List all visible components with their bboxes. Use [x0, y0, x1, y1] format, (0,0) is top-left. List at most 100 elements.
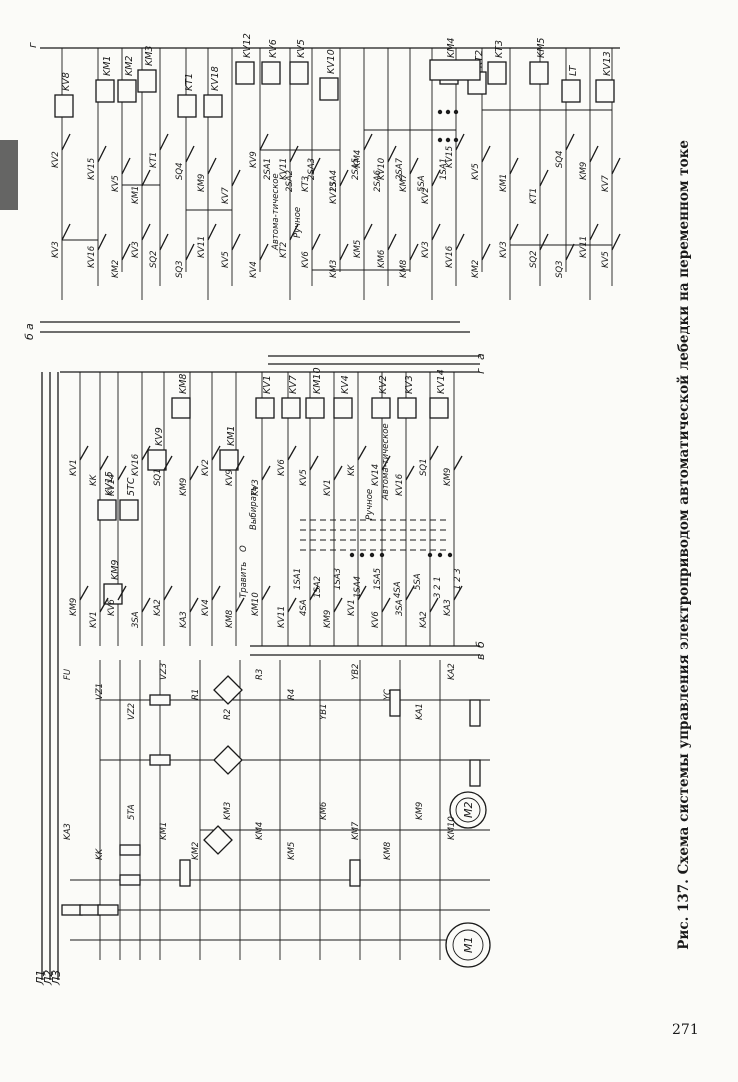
- contact: [333, 597, 343, 613]
- coil-label: KM9: [110, 560, 121, 580]
- contact-label: KV16: [131, 453, 141, 476]
- relay-coil: [203, 94, 223, 118]
- motor-m1-inner: [452, 929, 484, 961]
- relay-coil: [137, 69, 157, 93]
- bus-label-a: а: [23, 323, 36, 330]
- switch-label: 1SA5: [373, 568, 383, 590]
- relay-coil: [97, 499, 117, 521]
- contact-label: KM9: [179, 478, 189, 496]
- contact-label: KM1: [131, 186, 141, 204]
- contact: [455, 133, 465, 151]
- coil-label: KV7: [288, 375, 299, 394]
- contact: [97, 145, 107, 163]
- relay-coil: [305, 397, 325, 419]
- switch-label: 5SA: [413, 573, 423, 590]
- switch-label: 2SA7: [395, 157, 405, 180]
- contact-label: KV6: [371, 611, 381, 628]
- contact: [363, 223, 373, 241]
- junction-dot: [437, 109, 443, 115]
- coil-label: LT: [568, 64, 579, 76]
- contact-label: KM9: [323, 610, 333, 628]
- contact: [611, 157, 621, 175]
- power-element-label: KM9: [415, 802, 425, 820]
- relay-coil: [529, 61, 549, 85]
- contact-label: KV3: [131, 241, 141, 258]
- contact-label: KM2: [111, 260, 121, 278]
- switch-label: 1 2 3: [453, 568, 463, 590]
- relay-coil: [289, 61, 309, 85]
- lower-bus-label-b: б: [474, 641, 487, 648]
- fuse: [79, 904, 101, 916]
- contact-label: KV16: [445, 245, 455, 268]
- contact: [189, 597, 199, 613]
- power-element-label: KM2: [191, 842, 201, 860]
- switch-label: 1SA2: [313, 576, 323, 598]
- junction-dot: [379, 552, 385, 558]
- timer-relay-block: [429, 59, 481, 81]
- junction-dot: [453, 109, 459, 115]
- contact: [333, 465, 343, 481]
- contact: [339, 169, 349, 187]
- contact: [357, 585, 367, 601]
- relay-coil: [119, 499, 139, 521]
- contact-label: KV14: [371, 464, 381, 486]
- motor-label-m1: М1: [462, 937, 475, 954]
- relay-coil: [54, 94, 74, 118]
- fuse: [119, 874, 141, 886]
- contact: [121, 157, 131, 175]
- contact-label: KM9: [197, 174, 207, 192]
- contact-label: KM3: [329, 260, 339, 278]
- contact-label: KT1: [529, 188, 539, 204]
- contact: [141, 597, 151, 613]
- contact: [259, 133, 269, 151]
- contact-label: SQ3: [175, 261, 185, 279]
- contact: [159, 133, 169, 151]
- contact-label: KM9: [579, 162, 589, 180]
- switch-label: 1SA3: [333, 568, 343, 590]
- contact: [185, 243, 195, 261]
- rectifier-bridge: [203, 825, 233, 855]
- contact: [141, 169, 151, 187]
- contact: [287, 597, 297, 613]
- lower-bus-label-g: г: [474, 368, 487, 374]
- mains-label: Л1: [34, 970, 47, 986]
- contact-label: SQ4: [555, 151, 565, 169]
- contact: [539, 233, 549, 251]
- contact: [357, 445, 367, 461]
- power-element-label: KM5: [287, 842, 297, 860]
- contact-label: KV5: [111, 175, 121, 192]
- contact-label: KM9: [69, 598, 79, 616]
- contact: [141, 223, 151, 241]
- contact: [589, 145, 599, 163]
- relay-coil: [371, 397, 391, 419]
- contact-label: KT2: [279, 242, 289, 258]
- resistor: [179, 859, 191, 887]
- power-element-label: R4: [287, 689, 297, 700]
- contact-label: KV2: [51, 151, 61, 168]
- contact-label: KV7: [601, 175, 611, 192]
- contact-label: KV6: [107, 599, 117, 616]
- contact: [97, 233, 107, 251]
- contact: [539, 169, 549, 187]
- power-element-label: KM6: [319, 801, 329, 820]
- contact-label: KV4: [249, 261, 259, 278]
- junction-dot: [349, 552, 355, 558]
- switch-label: 2SA3: [307, 158, 317, 180]
- junction-dot: [369, 552, 375, 558]
- contact: [287, 445, 297, 461]
- power-element-label: R1: [191, 689, 201, 700]
- relay-coil: [333, 397, 353, 419]
- resistor: [349, 859, 361, 887]
- contact: [387, 145, 397, 163]
- coil-label: KM5: [536, 38, 547, 58]
- contact-label: KV6: [277, 459, 287, 476]
- coil-label: KM3: [144, 46, 155, 66]
- coil-label: KV9: [154, 427, 165, 446]
- contact: [211, 445, 221, 461]
- contact: [453, 455, 463, 471]
- contact-label: KV10: [377, 158, 387, 180]
- contact-label: KV11: [279, 158, 289, 180]
- contact-label: KA2: [153, 599, 163, 616]
- contact: [455, 233, 465, 251]
- motor-m1: [445, 922, 491, 968]
